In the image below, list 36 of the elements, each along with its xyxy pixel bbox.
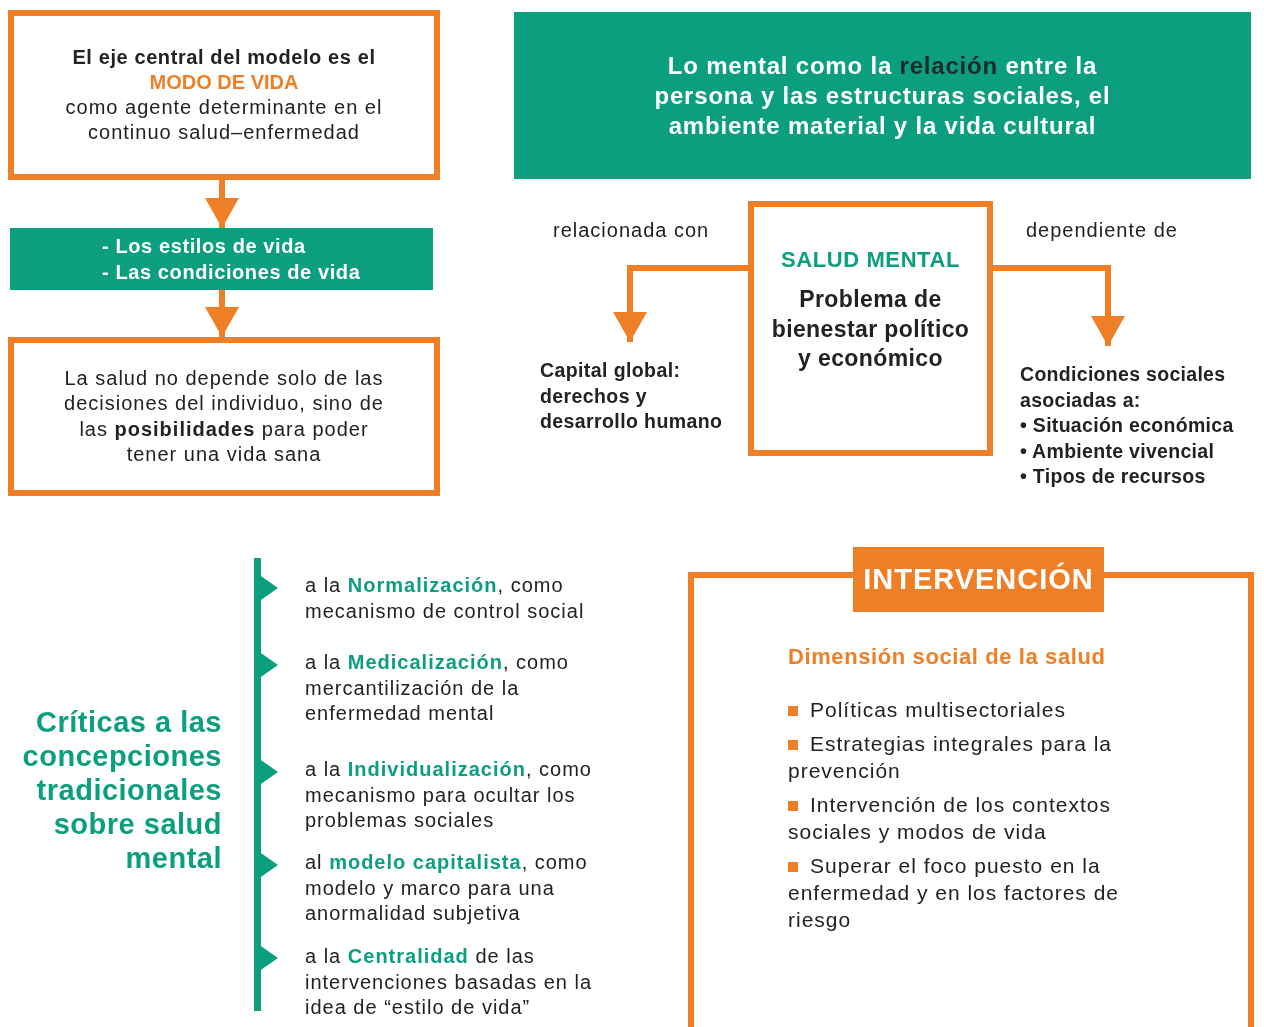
section-heading: Dimensión social de la salud [788,644,1107,670]
list-item: Políticas multisectoriales [788,696,1138,723]
critique-text: a la Normalización, como mecanismo de control social [305,573,586,624]
process-box [8,337,440,496]
heading-banner [514,12,1251,179]
section-heading: Críticas a las concepciones tradicionales sobre salud mental [21,705,222,875]
list-item: Superar el foco puesto en la enfermedad y en los factores de riesgo [788,852,1138,933]
outcome-heading: Condiciones sociales asociadas a: [1020,362,1227,413]
critique-text: a la Centralidad de las intervenciones basadas en la idea de “estilo de vida” [305,944,594,1020]
outcome-text: Capital global: derechos y desarrollo humano [540,358,724,434]
body-text: La salud no depende solo de las decisiones del individuo, sino de las posibilidades para poder tener una vida sana [64,365,384,467]
bullet-item: • Ambiente vivencial [1020,438,1216,464]
edge-label: dependiente de [1026,219,1178,242]
arrow [205,290,239,337]
heading-tab: INTERVENCIÓN [853,547,1104,612]
arrow [613,265,748,342]
concept-text: Problema de bienestar político y económico [770,285,971,373]
banner-text: Lo mental como la relación entre la persona y las estructuras sociales, el ambiente material y la vida cultural [653,50,1112,141]
critique-text: a la Individualización, como mecanismo para ocultar los problemas sociales [305,757,593,833]
highlight-text: MODO DE VIDA [148,70,300,95]
concept-title: SALUD MENTAL [779,247,962,273]
bullet-item: • Situación económica [1020,413,1235,438]
bullet-item: • Tipos de recursos [1020,464,1207,489]
critique-text: al modelo capitalista, como modelo y marco para una anormalidad subjetiva [305,850,589,926]
arrow [205,180,239,228]
critique-text: a la Medicalización, como mercantilización de la enfermedad mental [305,650,570,726]
list-item: Estrategias integrales para la prevención [788,730,1138,784]
concept-box [748,201,993,456]
list-item: Intervención de los contextos sociales y modos de vida [788,791,1138,845]
intro-text: El eje central del modelo es el [71,45,377,70]
body-text: como agente determinante en el continuo salud–enfermedad [64,95,384,145]
list-item: - Los estilos de vida [102,234,307,259]
list-band [10,228,433,290]
process-box [8,10,440,180]
arrow [993,265,1125,346]
list-item: - Las condiciones de vida [102,260,362,285]
